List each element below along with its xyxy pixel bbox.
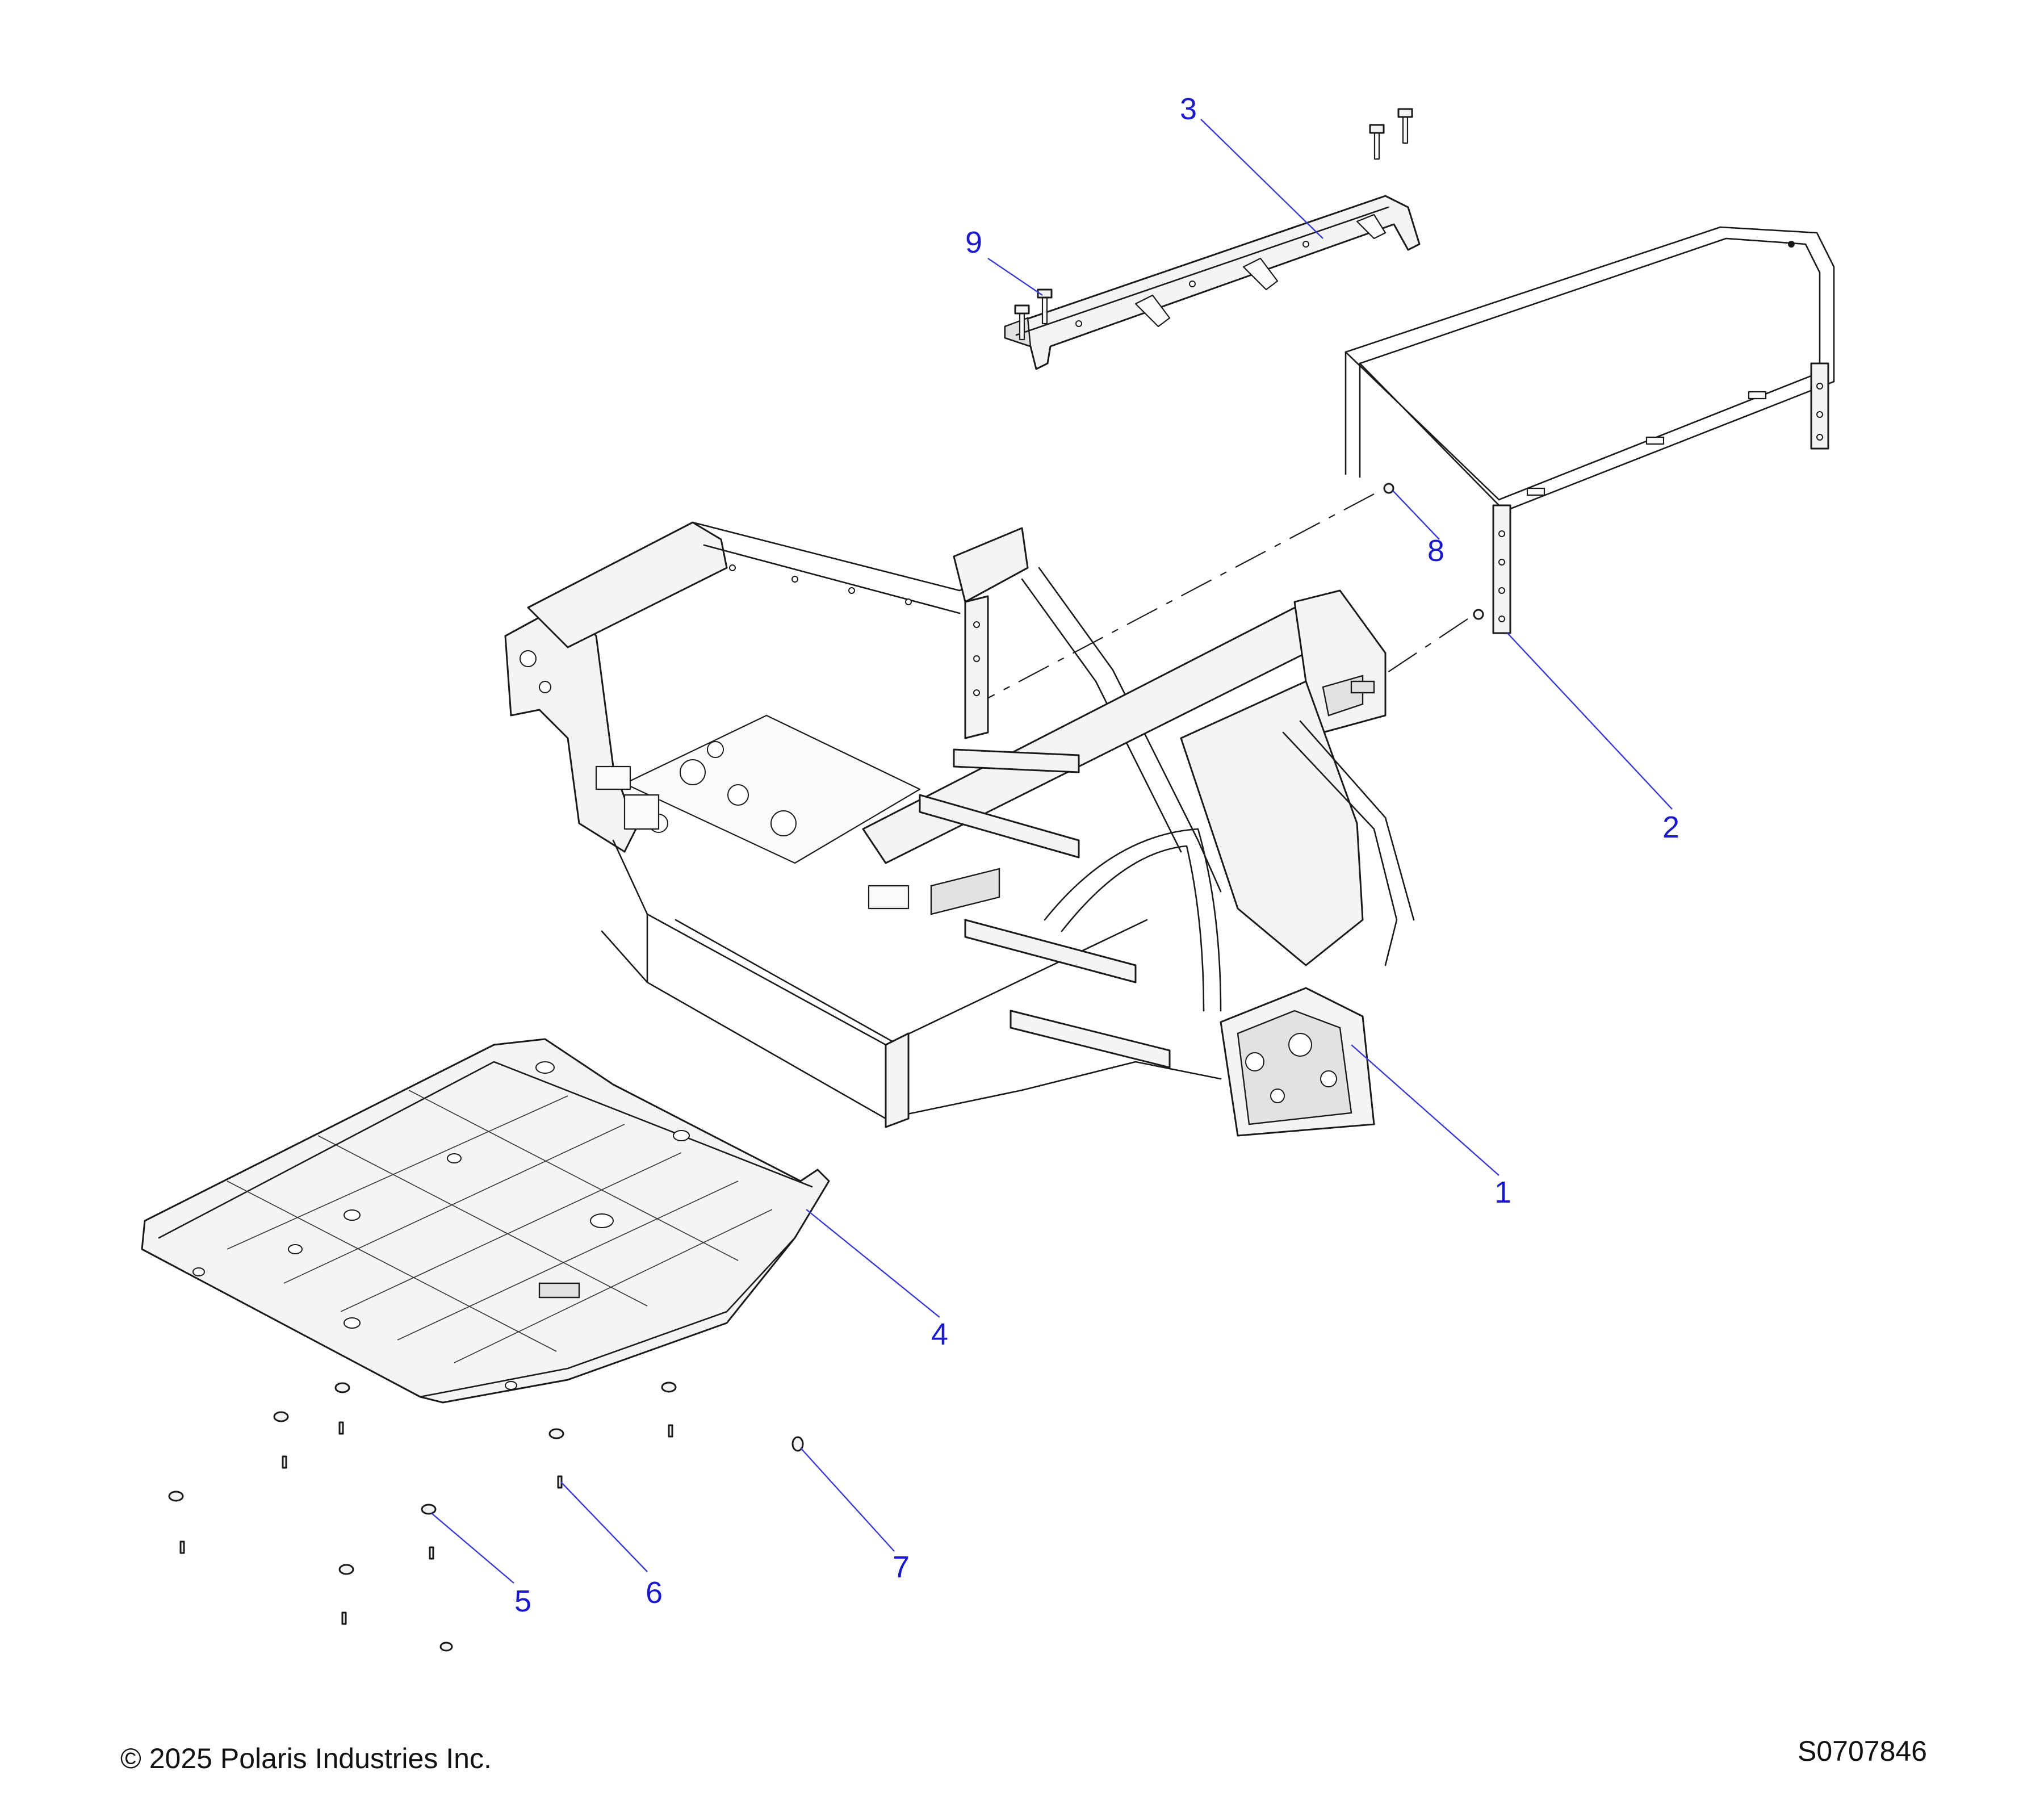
copyright-text: © 2025 Polaris Industries Inc. — [120, 1743, 492, 1774]
callout-8: 8 — [1427, 534, 1444, 568]
screw-icon — [179, 1540, 185, 1554]
nut-icon — [1473, 609, 1484, 620]
part-3-cross-member[interactable] — [1004, 195, 1421, 370]
washer-icon — [334, 1382, 350, 1393]
washer-icon — [168, 1491, 184, 1502]
screw-icon — [341, 1611, 347, 1625]
callout-5: 5 — [514, 1584, 531, 1618]
washer-icon — [661, 1381, 677, 1393]
washer-icon — [439, 1642, 453, 1652]
part-8-nuts[interactable] — [1383, 483, 1484, 620]
callout-6: 6 — [646, 1576, 663, 1610]
callout-7: 7 — [893, 1550, 910, 1584]
washer-icon — [273, 1411, 289, 1422]
part-7-clip[interactable] — [791, 1436, 804, 1452]
part-6-screws[interactable] — [179, 1421, 673, 1625]
part-1-main-frame[interactable] — [504, 521, 1415, 1137]
part-4-skid-plate[interactable] — [141, 1038, 830, 1404]
bolt-icon — [1369, 124, 1385, 160]
callout-2: 2 — [1662, 810, 1679, 844]
screw-icon — [338, 1421, 344, 1435]
washer-icon — [421, 1504, 437, 1515]
part-5-washers[interactable] — [168, 1381, 677, 1652]
callout-4: 4 — [931, 1317, 948, 1351]
callout-numbers: 3 9 8 2 1 4 5 6 7 — [514, 92, 1679, 1618]
screw-icon — [282, 1455, 287, 1469]
washer-icon — [548, 1428, 564, 1439]
callout-3: 3 — [1180, 92, 1197, 126]
part-9-bolts[interactable] — [1014, 108, 1413, 341]
washer-icon — [338, 1564, 354, 1575]
part-2-rear-bar[interactable] — [1344, 226, 1835, 634]
callout-9: 9 — [965, 225, 982, 259]
bolt-icon — [1037, 288, 1053, 325]
screw-icon — [668, 1424, 673, 1438]
assembly-lines — [976, 493, 1468, 705]
leader-lines — [431, 119, 1673, 1584]
bolt-icon — [1014, 304, 1030, 341]
callout-1: 1 — [1494, 1175, 1511, 1209]
bolt-icon — [1397, 108, 1413, 144]
figure-id: S0707846 — [1797, 1735, 1927, 1767]
nut-icon — [1383, 483, 1394, 494]
screw-icon — [429, 1546, 434, 1560]
